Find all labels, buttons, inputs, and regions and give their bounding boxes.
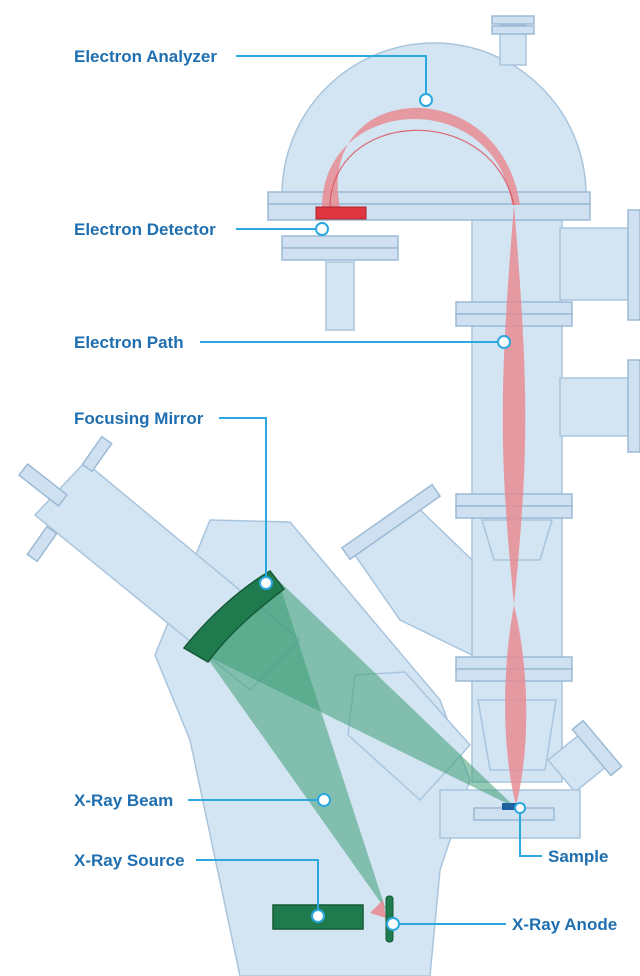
label-xray-beam: X-Ray Beam: [74, 791, 173, 810]
marker-focusing-mirror: [259, 576, 273, 590]
labels: Electron Analyzer Electron Detector Elec…: [74, 47, 617, 934]
label-sample: Sample: [548, 847, 608, 866]
leader-sample: [519, 808, 542, 857]
marker-electron-path: [497, 335, 511, 349]
label-focusing-mirror: Focusing Mirror: [74, 409, 204, 428]
electron-detector-bar: [315, 206, 367, 220]
sample-block: [502, 803, 524, 810]
marker-electron-analyzer: [419, 93, 433, 107]
leader-xray-source: [196, 859, 319, 916]
electron-path: [322, 107, 527, 805]
marker-xray-source: [311, 909, 325, 923]
label-electron-path: Electron Path: [74, 333, 184, 352]
xray-beam: [205, 580, 516, 918]
label-xray-source: X-Ray Source: [74, 851, 185, 870]
label-electron-detector: Electron Detector: [74, 220, 216, 239]
label-electron-analyzer: Electron Analyzer: [74, 47, 217, 66]
leader-focusing-mirror: [219, 417, 267, 583]
leader-electron-analyzer: [236, 55, 427, 100]
focusing-mirror: [182, 570, 286, 663]
marker-sample: [514, 802, 526, 814]
leader-markers: [259, 93, 526, 931]
marker-xray-anode: [386, 917, 400, 931]
marker-xray-beam: [317, 793, 331, 807]
leader-lines: [188, 55, 542, 925]
marker-electron-detector: [315, 222, 329, 236]
label-xray-anode: X-Ray Anode: [512, 915, 617, 934]
